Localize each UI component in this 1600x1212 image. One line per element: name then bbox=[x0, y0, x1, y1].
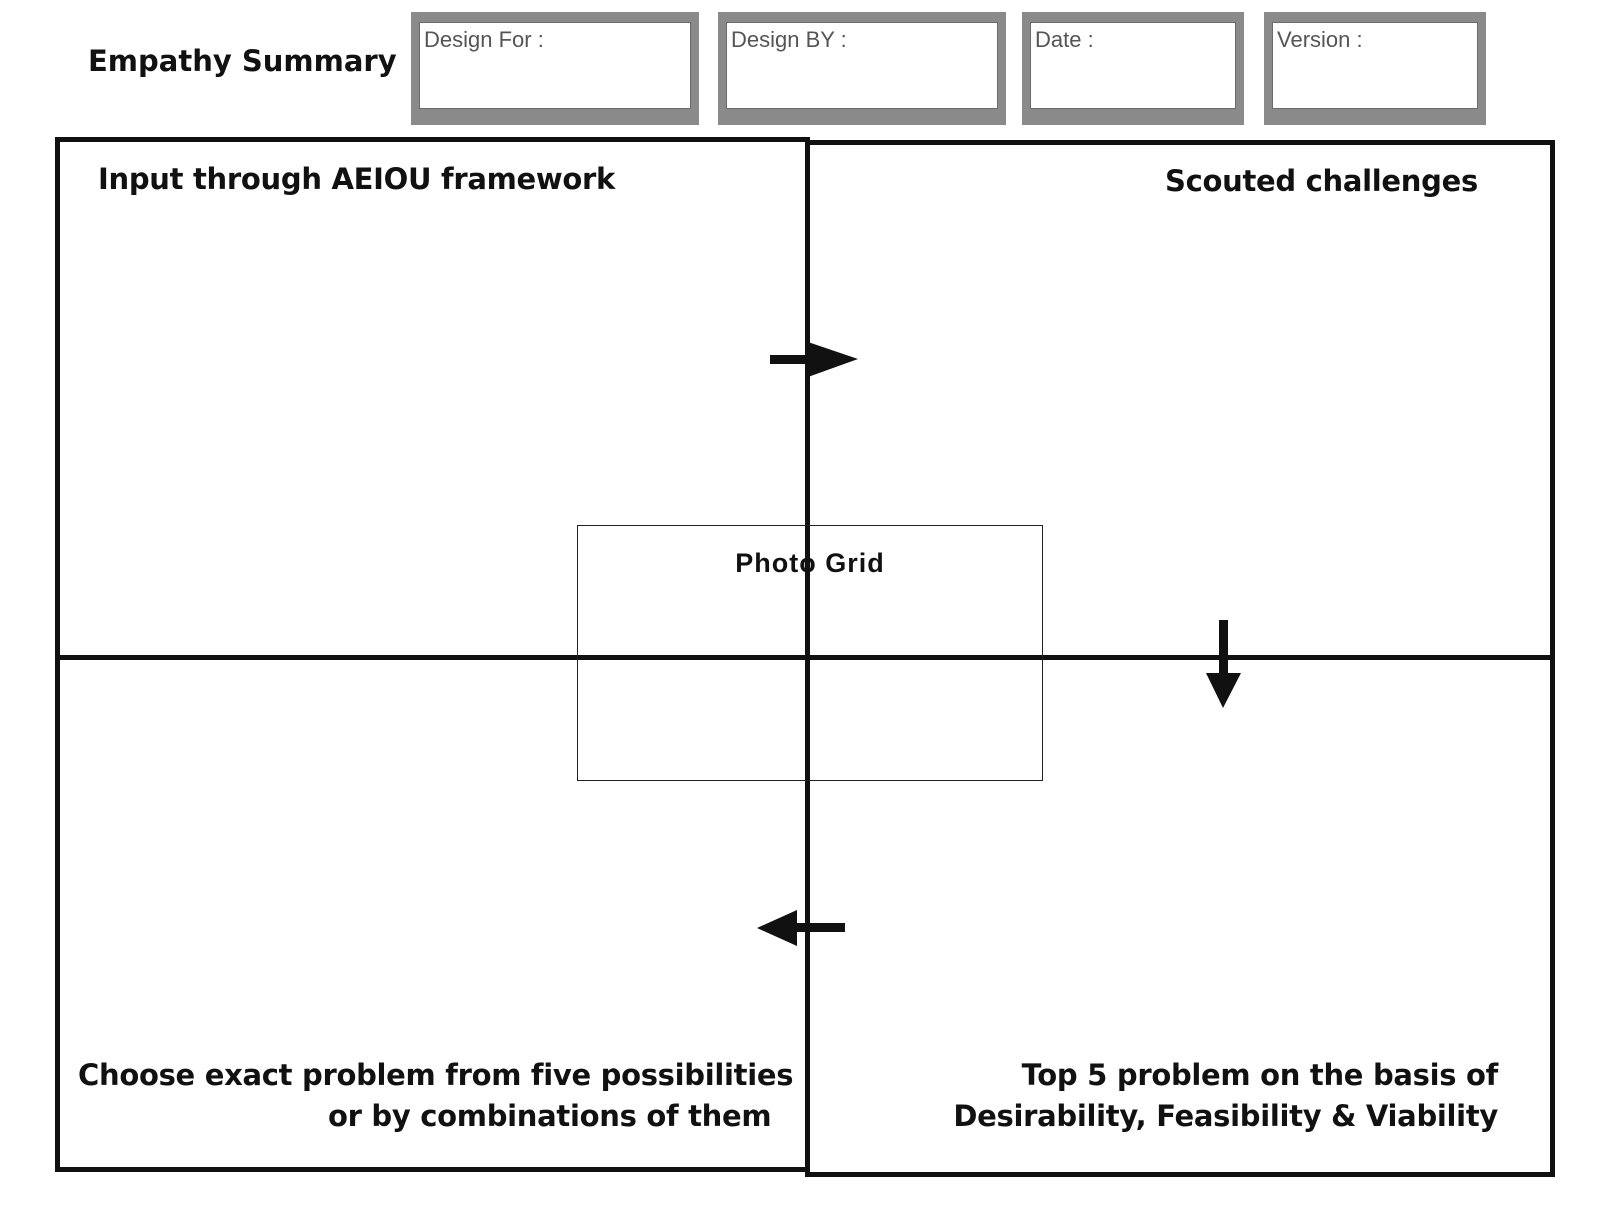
version-label[interactable]: Version : bbox=[1272, 22, 1478, 109]
date-label[interactable]: Date : bbox=[1030, 22, 1236, 109]
date-field[interactable]: Date : bbox=[1022, 12, 1244, 125]
design-by-field[interactable]: Design BY : bbox=[718, 12, 1006, 125]
quadrant-top-left-label: Input through AEIOU framework bbox=[98, 162, 615, 196]
photo-grid-box[interactable]: Photo Grid bbox=[577, 525, 1043, 781]
version-field[interactable]: Version : bbox=[1264, 12, 1486, 125]
quadrant-bottom-left-label-line2: or by combinations of them bbox=[328, 1099, 772, 1133]
quadrant-bottom-right[interactable] bbox=[805, 655, 1555, 1177]
design-for-field[interactable]: Design For : bbox=[411, 12, 699, 125]
quadrant-bottom-right-label-line1: Top 5 problem on the basis of bbox=[1021, 1058, 1499, 1092]
quadrant-bottom-right-label-line2: Desirability, Feasibility & Viability bbox=[953, 1099, 1498, 1133]
photo-grid-label: Photo Grid bbox=[735, 548, 885, 578]
design-by-label[interactable]: Design BY : bbox=[726, 22, 998, 109]
quadrant-top-right-label: Scouted challenges bbox=[1165, 164, 1478, 198]
page-title: Empathy Summary bbox=[88, 44, 397, 78]
design-for-label[interactable]: Design For : bbox=[419, 22, 691, 109]
quadrant-bottom-left-label-line1: Choose exact problem from five possibili… bbox=[78, 1058, 794, 1092]
